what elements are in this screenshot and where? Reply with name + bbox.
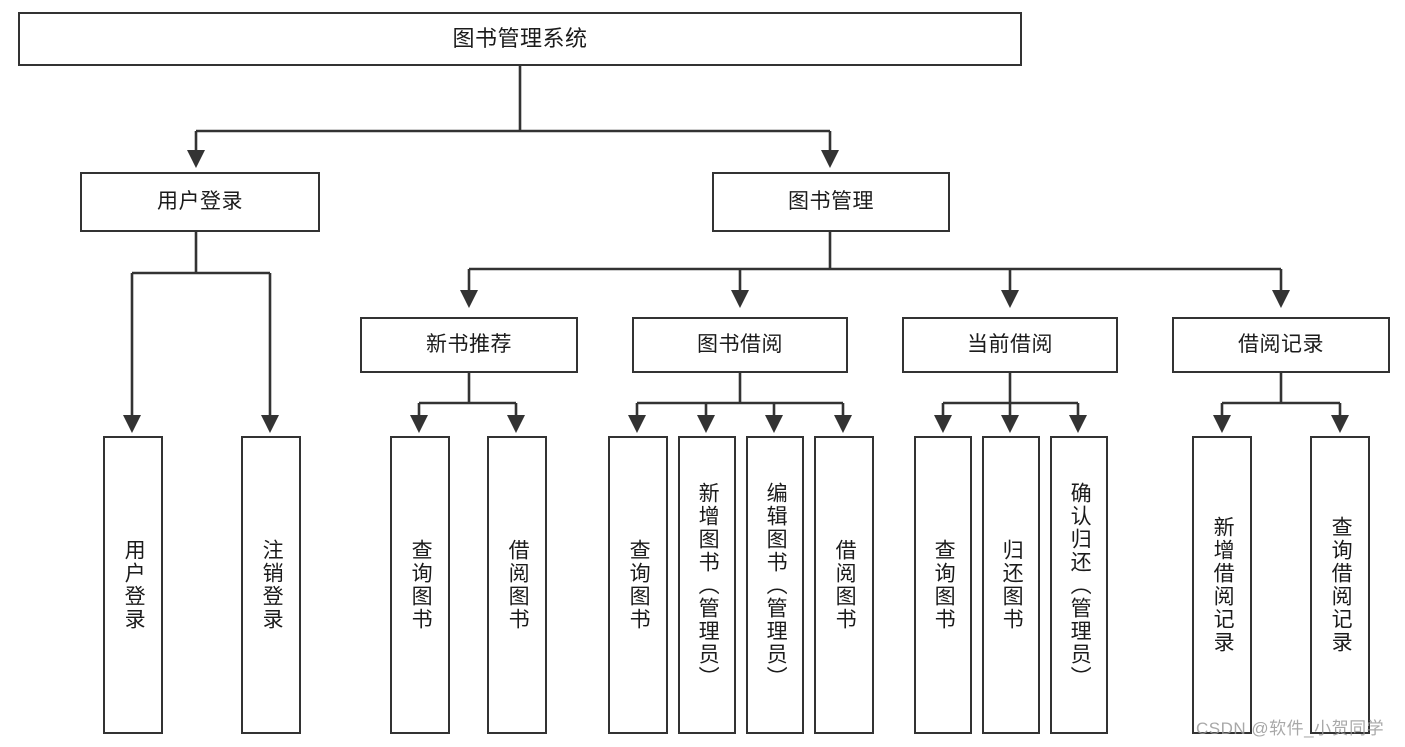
node-leaf-borrow-book-1[interactable]: 借阅图书 xyxy=(487,436,547,734)
csdn-watermark: CSDN @软件_小贺同学 xyxy=(1196,719,1385,738)
node-book-borrow[interactable]: 图书借阅 xyxy=(632,317,848,373)
node-borrow-record[interactable]: 借阅记录 xyxy=(1172,317,1390,373)
node-current-borrow[interactable]: 当前借阅 xyxy=(902,317,1118,373)
node-leaf-logout-login[interactable]: 注销登录 xyxy=(241,436,301,734)
node-new-book-recommend[interactable]: 新书推荐 xyxy=(360,317,578,373)
node-leaf-return-book[interactable]: 归还图书 xyxy=(982,436,1040,734)
node-leaf-borrow-book-2[interactable]: 借阅图书 xyxy=(814,436,874,734)
node-leaf-query-book-1[interactable]: 查询图书 xyxy=(390,436,450,734)
node-leaf-query-borrow-record[interactable]: 查询借阅记录 xyxy=(1310,436,1370,734)
node-book-management[interactable]: 图书管理 xyxy=(712,172,950,232)
node-root[interactable]: 图书管理系统 xyxy=(18,12,1022,66)
node-user-login[interactable]: 用户登录 xyxy=(80,172,320,232)
node-leaf-user-login[interactable]: 用户登录 xyxy=(103,436,163,734)
node-leaf-query-book-2[interactable]: 查询图书 xyxy=(608,436,668,734)
node-leaf-confirm-return-admin[interactable]: 确认归还（管理员） xyxy=(1050,436,1108,734)
node-leaf-add-book-admin[interactable]: 新增图书（管理员） xyxy=(678,436,736,734)
node-leaf-query-book-3[interactable]: 查询图书 xyxy=(914,436,972,734)
node-leaf-add-borrow-record[interactable]: 新增借阅记录 xyxy=(1192,436,1252,734)
node-leaf-edit-book-admin[interactable]: 编辑图书（管理员） xyxy=(746,436,804,734)
